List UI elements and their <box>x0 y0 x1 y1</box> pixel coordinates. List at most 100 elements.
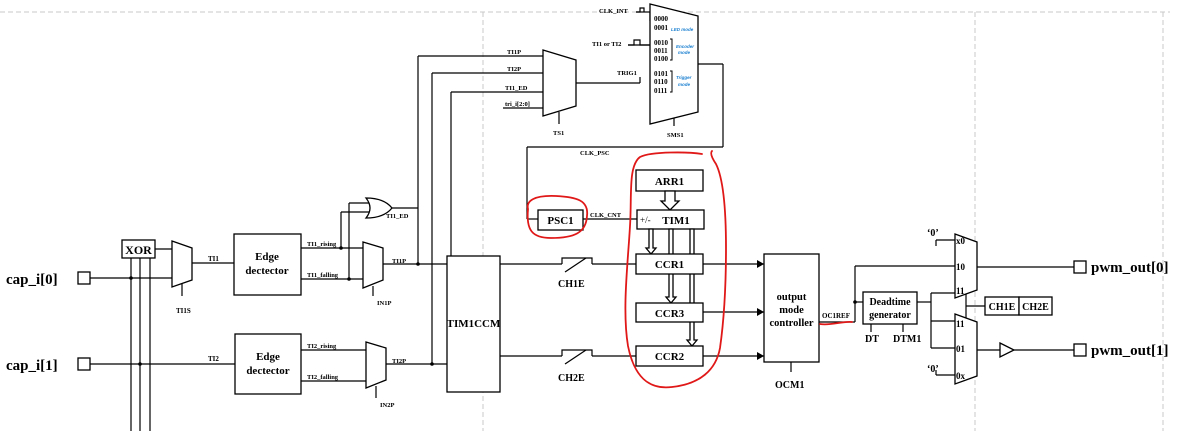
svg-text:dectector: dectector <box>246 365 289 377</box>
tim1ccm-block: TIM1CCM <box>446 255 501 393</box>
sms1-label: SMS1 <box>667 132 684 139</box>
ti1s-label: TI1S <box>176 307 191 315</box>
edge-detector-1: Edge dectector <box>233 233 302 296</box>
ti2p-label: TI2P <box>392 358 406 365</box>
svg-text:0110: 0110 <box>654 78 668 86</box>
svg-text:11: 11 <box>956 286 965 296</box>
ts1-label: TS1 <box>553 130 564 137</box>
dtm1-label: DTM1 <box>893 334 921 345</box>
arr1-block: ARR1 <box>635 169 704 192</box>
deadtime-generator: Deadtime generator <box>862 291 918 325</box>
svg-text:Edge: Edge <box>255 251 279 263</box>
encoder-mode-label-2: mode <box>678 50 690 55</box>
trigger-mode-label-1: Trigger <box>676 75 692 80</box>
pwm0-label: pwm_out[0] <box>1091 260 1169 276</box>
svg-text:0011: 0011 <box>654 47 668 55</box>
svg-text:TIM1CCM: TIM1CCM <box>447 318 501 330</box>
svg-text:CH1E: CH1E <box>989 302 1016 313</box>
ti1-falling-label: TI1_falling <box>307 272 339 279</box>
svg-text:0001: 0001 <box>654 24 669 32</box>
ti1-rising-label: TI1_rising <box>307 241 337 248</box>
output-mux-top: x0 10 11 <box>954 233 978 299</box>
svg-text:TIM1: TIM1 <box>662 215 690 227</box>
svg-text:Edge: Edge <box>256 351 280 363</box>
ti1p-label: TI1P <box>392 258 406 265</box>
ts-tri-label: tri_i[2:0] <box>505 101 530 108</box>
ti1-ed-label: TI1_ED <box>386 213 409 220</box>
oc1ref-label: OC1REF <box>822 312 850 320</box>
in1p-label: IN1P <box>377 300 391 307</box>
svg-text:01: 01 <box>956 344 966 354</box>
ts1-mux <box>542 49 577 124</box>
in2p-label: IN2P <box>380 402 394 409</box>
dt-label: DT <box>865 334 879 345</box>
svg-text:CCR3: CCR3 <box>655 308 685 320</box>
svg-text:x0: x0 <box>956 236 966 246</box>
svg-text:CH2E: CH2E <box>1022 302 1049 313</box>
svg-text:CCR1: CCR1 <box>655 259 684 271</box>
tim1-block: +/- TIM1 <box>636 209 705 230</box>
tim-to-ccr-arrows <box>644 228 699 348</box>
svg-text:10: 10 <box>956 262 966 272</box>
psc1-block: PSC1 <box>537 209 584 231</box>
ti1-or-ti2-label: TI1 or TI2 <box>592 41 621 48</box>
sms1-mux <box>649 3 699 126</box>
ocm1-label: OCM1 <box>775 380 804 391</box>
section-dividers <box>0 11 1170 431</box>
red-annotation-psc <box>526 195 588 239</box>
ccr3-block: CCR3 <box>635 302 704 323</box>
ccr1-block: CCR1 <box>635 253 704 275</box>
red-annotation-oc1ref <box>819 320 853 326</box>
encoder-mode-label-1: Encoder <box>676 44 694 49</box>
ch2e-switch <box>561 349 636 365</box>
svg-text:0101: 0101 <box>654 70 669 78</box>
svg-text:CCR2: CCR2 <box>655 351 685 363</box>
ts-ti1ed-label: TI1_ED <box>505 85 528 92</box>
in1p-mux <box>362 241 384 296</box>
trig1-label: TRIG1 <box>617 70 637 77</box>
ts-ti1p-label: TI1P <box>507 49 521 56</box>
svg-text:0000: 0000 <box>654 15 669 23</box>
mux-top-zero: ‘0’ <box>927 228 939 239</box>
in2p-mux <box>365 341 387 398</box>
clk-cnt-label: CLK_CNT <box>590 212 622 219</box>
output-pwm1-port <box>1073 343 1087 357</box>
pwm1-label: pwm_out[1] <box>1091 343 1169 359</box>
svg-text:controller: controller <box>769 318 813 329</box>
svg-text:output: output <box>777 292 807 303</box>
output-pwm0-port <box>1073 260 1087 274</box>
cap0-label: cap_i[0] <box>6 272 58 288</box>
or-gate <box>364 197 393 219</box>
ti2-falling-label: TI2_falling <box>307 374 339 381</box>
sms-code-list: 0000 0001 0010 0011 0100 0101 0110 0111 <box>654 15 669 95</box>
output-mode-controller: output mode controller <box>763 253 820 363</box>
cap1-label: cap_i[1] <box>6 358 58 374</box>
mux-bot-zero: ‘0’ <box>927 364 939 375</box>
ts-ti2p-label: TI2P <box>507 66 521 73</box>
ti2-label: TI2 <box>208 355 219 363</box>
ch1e-switch <box>561 257 636 273</box>
output-buffer <box>999 341 1016 359</box>
svg-text:0100: 0100 <box>654 55 669 63</box>
svg-text:0010: 0010 <box>654 39 669 47</box>
output-mux-bottom: 11 01 0x <box>954 313 978 385</box>
trigger-mode-label-2: mode <box>678 82 690 87</box>
ti1s-mux <box>171 240 193 296</box>
input-cap1-port <box>77 357 91 371</box>
xor-label: XOR <box>125 243 152 257</box>
ccr2-block: CCR2 <box>635 345 704 367</box>
svg-text:generator: generator <box>869 310 911 321</box>
svg-text:11: 11 <box>956 319 965 329</box>
ch1e-ch2e-box: CH1E CH2E <box>984 296 1053 316</box>
xor-block: XOR <box>121 239 156 259</box>
svg-text:Deadtime: Deadtime <box>869 297 911 308</box>
ch1e-label: CH1E <box>558 279 585 290</box>
svg-text:+/-: +/- <box>640 215 651 225</box>
arr-to-tim-arrow <box>659 190 681 211</box>
svg-text:mode: mode <box>779 305 804 316</box>
svg-text:0111: 0111 <box>654 87 668 95</box>
led-mode-label: LED mode <box>671 27 694 32</box>
ch2e-label: CH2E <box>558 373 585 384</box>
svg-text:0x: 0x <box>956 371 966 381</box>
svg-text:ARR1: ARR1 <box>655 176 684 188</box>
